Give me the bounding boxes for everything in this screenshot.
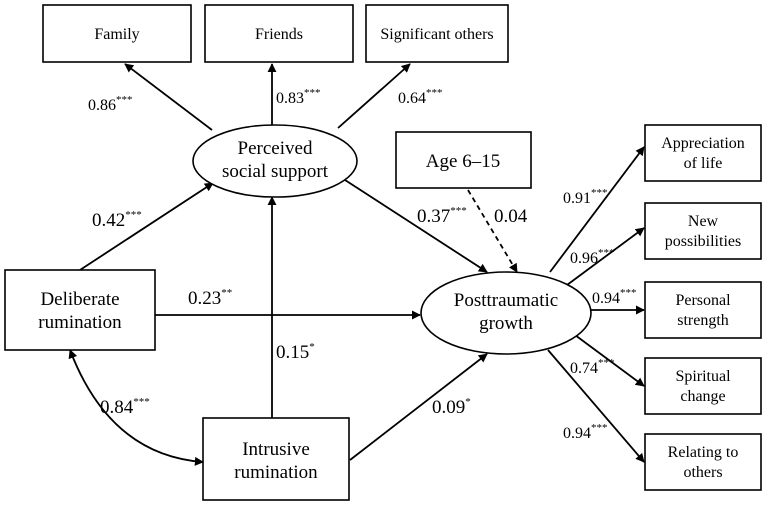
coef-pss-friends: 0.83*** <box>276 87 321 107</box>
edge-pss-significant <box>337 63 411 129</box>
node-friends: Friends <box>204 4 354 63</box>
node-significant-others: Significant others <box>365 4 509 63</box>
coef-ir-ptg: 0.09* <box>432 396 471 418</box>
coef-ir-pss: 0.15* <box>276 341 315 363</box>
node-perceived-social-support-line1: Perceived <box>238 138 313 159</box>
node-new-possibilities-line1: New <box>688 213 719 230</box>
node-personal-strength: Personal strength <box>644 281 762 339</box>
node-spiritual-change-line1: Spiritual <box>675 368 731 385</box>
node-intrusive-rumination: Intrusive rumination <box>202 417 350 501</box>
node-deliberate-rumination-line2: rumination <box>38 312 122 333</box>
node-friends-label: Friends <box>255 26 303 43</box>
coef-ptg-appreciation: 0.91*** <box>563 187 608 207</box>
node-deliberate-rumination-line1: Deliberate <box>40 289 119 310</box>
coef-dr-ir: 0.84*** <box>100 396 150 418</box>
node-family-label: Family <box>94 26 139 43</box>
coef-ptg-new: 0.96*** <box>570 247 615 267</box>
node-new-possibilities-line2: possibilities <box>665 233 741 250</box>
node-age-label: Age 6–15 <box>426 151 500 172</box>
edge-ptg-spiritual <box>574 334 645 387</box>
edge-age-ptg <box>467 189 518 273</box>
coef-pss-family: 0.86*** <box>88 94 133 114</box>
node-intrusive-rumination-line1: Intrusive <box>242 439 310 460</box>
node-personal-strength-line1: Personal <box>675 292 731 309</box>
node-perceived-social-support: Perceived social support <box>192 124 358 198</box>
edge-dr-ir <box>68 349 204 466</box>
edge-ptg-appreciation <box>549 146 645 273</box>
coef-dr-ptg: 0.23** <box>188 287 232 309</box>
node-posttraumatic-growth: Posttraumatic growth <box>420 271 592 355</box>
node-new-possibilities: New possibilities <box>644 202 762 260</box>
node-posttraumatic-growth-line1: Posttraumatic <box>454 290 558 311</box>
coef-ptg-relating: 0.94*** <box>563 422 608 442</box>
node-appreciation-line1: Appreciation <box>661 135 745 152</box>
edge-ptg-new <box>566 227 645 286</box>
coef-ptg-spiritual: 0.74*** <box>570 357 615 377</box>
coef-age-ptg: 0.04 <box>494 206 528 227</box>
coef-ptg-strength: 0.94*** <box>592 287 637 307</box>
node-relating-to-others: Relating to others <box>644 433 762 491</box>
node-relating-line1: Relating to <box>668 444 739 461</box>
node-spiritual-change: Spiritual change <box>644 357 762 415</box>
node-relating-line2: others <box>683 464 722 481</box>
node-deliberate-rumination: Deliberate rumination <box>4 269 156 351</box>
node-family: Family <box>42 4 192 63</box>
node-age: Age 6–15 <box>395 131 532 189</box>
node-appreciation-of-life: Appreciation of life <box>644 124 762 182</box>
node-posttraumatic-growth-line2: growth <box>479 313 533 334</box>
edge-ptg-relating <box>547 349 645 463</box>
node-spiritual-change-line2: change <box>680 388 725 405</box>
node-personal-strength-line2: strength <box>677 312 729 329</box>
edge-dr-pss <box>79 182 214 271</box>
edge-pss-ptg <box>344 179 488 273</box>
node-intrusive-rumination-line2: rumination <box>234 462 318 483</box>
edge-pss-family <box>124 63 213 131</box>
edge-ir-ptg <box>349 353 488 461</box>
coef-pss-significant: 0.64*** <box>398 87 443 107</box>
node-appreciation-line2: of life <box>684 155 723 172</box>
coef-dr-pss: 0.42*** <box>92 209 142 231</box>
coef-pss-ptg: 0.37*** <box>417 205 467 227</box>
node-perceived-social-support-line2: social support <box>222 161 329 182</box>
node-significant-others-label: Significant others <box>380 26 493 43</box>
